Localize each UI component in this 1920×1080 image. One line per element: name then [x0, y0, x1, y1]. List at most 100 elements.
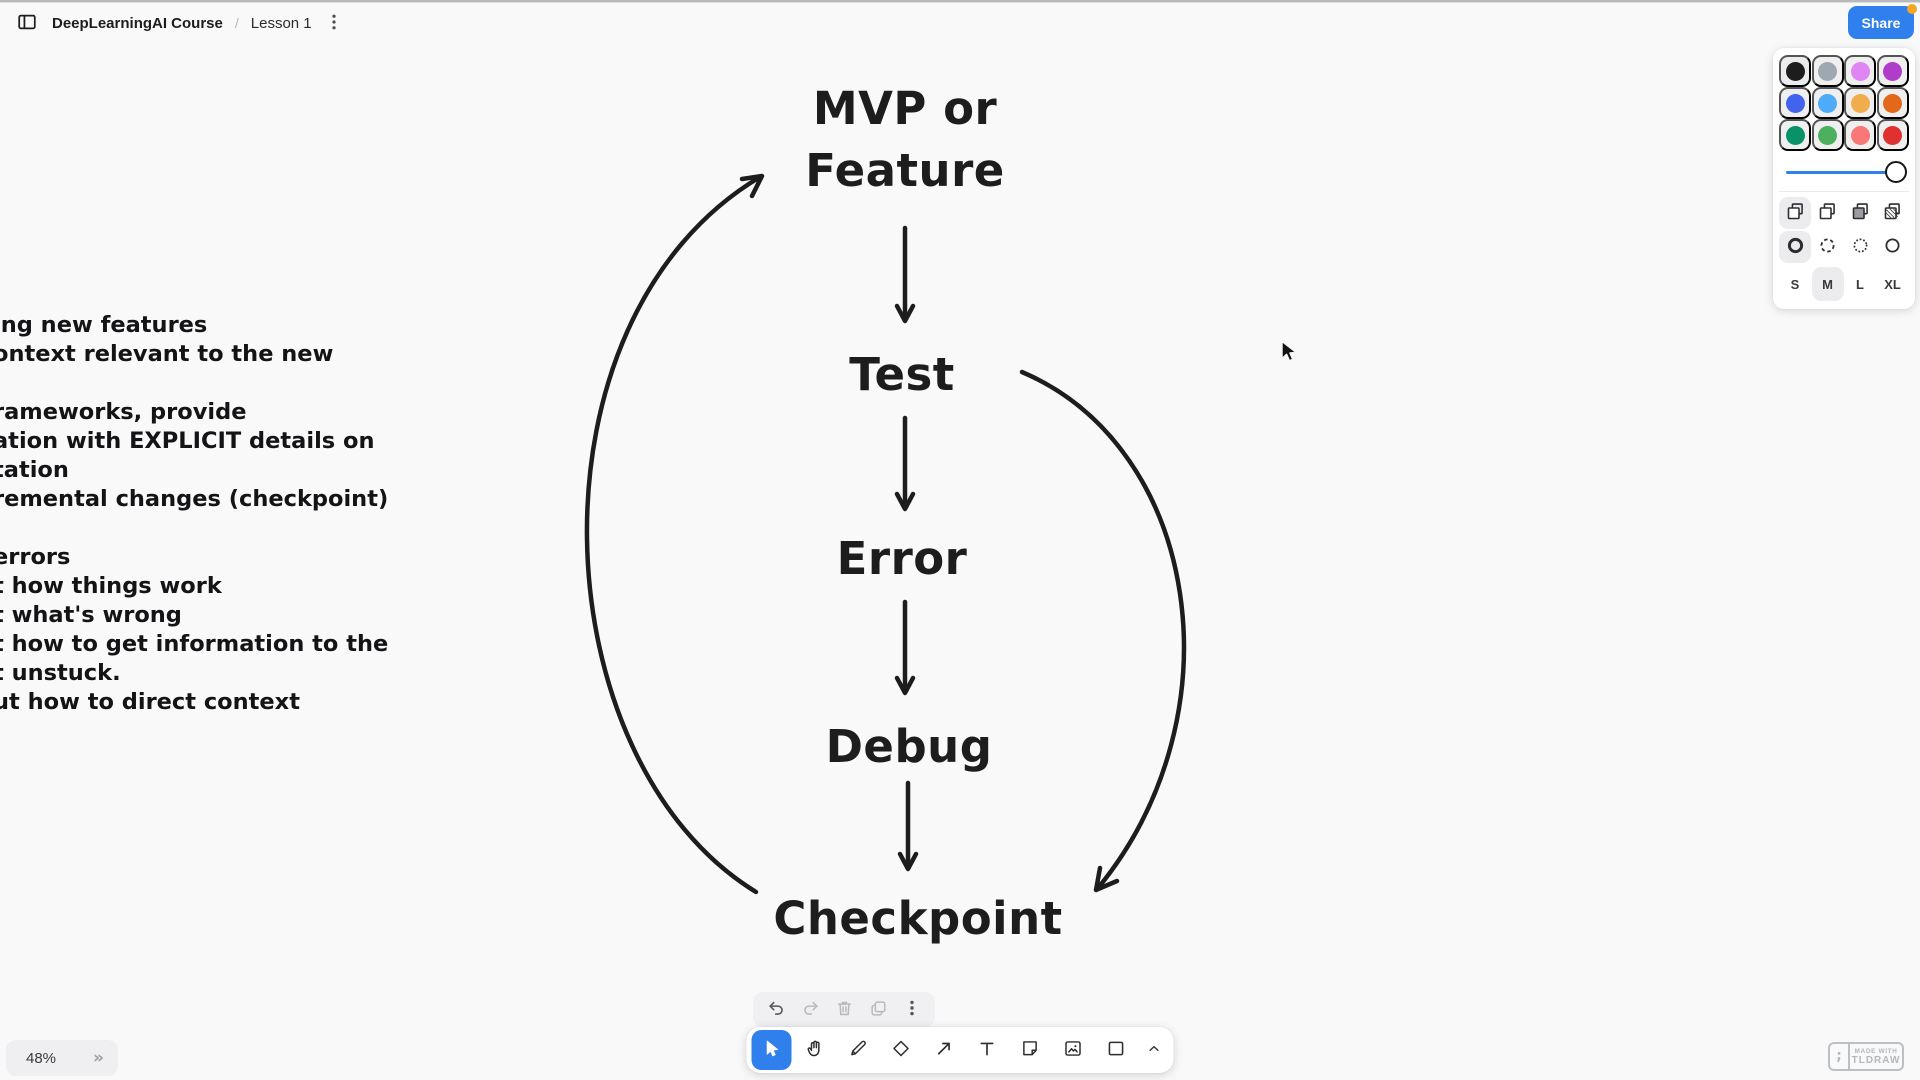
- undo-button[interactable]: [761, 995, 791, 1025]
- fill-none-icon: [1785, 201, 1806, 225]
- page-menu-button[interactable]: [322, 8, 346, 38]
- more-actions-button[interactable]: [897, 995, 927, 1025]
- tldraw-logo-icon: ;: [1830, 1044, 1850, 1069]
- fill-none-button[interactable]: [1779, 197, 1811, 229]
- size-l-button[interactable]: L: [1844, 267, 1876, 301]
- asset-tool-button[interactable]: [1053, 1030, 1093, 1070]
- breadcrumb-separator: /: [234, 15, 239, 31]
- flow-node-mvp-or-feature[interactable]: MVP or Feature: [805, 78, 1005, 202]
- color-dot: [1818, 93, 1837, 113]
- breadcrumb-page[interactable]: Lesson 1: [250, 14, 312, 32]
- notes-line: ing new features: [0, 312, 208, 338]
- color-dot: [1883, 93, 1902, 113]
- more-tools-button[interactable]: [1139, 1030, 1169, 1070]
- arrow-test-to-error[interactable]: [894, 415, 916, 512]
- eraser-tool-button[interactable]: [881, 1030, 921, 1070]
- color-swatch-violet[interactable]: [1876, 55, 1909, 87]
- select-tool-button[interactable]: [751, 1030, 792, 1070]
- tldraw-badge-text: MADE WITH TLDRAW: [1850, 1044, 1902, 1069]
- arrow-mvp-to-test[interactable]: [894, 225, 916, 324]
- duplicate-icon: [869, 999, 888, 1021]
- redo-icon: [801, 999, 820, 1021]
- kebab-menu-icon: [326, 13, 342, 34]
- breadcrumb-project[interactable]: DeepLearningAI Course: [52, 14, 223, 32]
- size-xl-button[interactable]: XL: [1877, 267, 1909, 301]
- sidebar-toggle-button[interactable]: [12, 8, 42, 38]
- notes-text-fragment[interactable]: ing new features ontext relevant to the …: [0, 311, 388, 717]
- fill-style-options: [1779, 197, 1909, 229]
- size-m-button[interactable]: M: [1811, 267, 1844, 301]
- color-swatch-green[interactable]: [1779, 119, 1811, 151]
- arrow-loop-left-checkpoint-to-mvp[interactable]: [584, 173, 765, 895]
- notes-line: t unstuck.: [0, 660, 121, 686]
- flow-node-test[interactable]: Test: [849, 348, 955, 401]
- flow-node-checkpoint[interactable]: Checkpoint: [773, 892, 1063, 945]
- color-dot: [1850, 61, 1870, 81]
- arrow-loop-right-test-to-checkpoint[interactable]: [1019, 369, 1187, 893]
- dash-dashed-button[interactable]: [1812, 231, 1844, 263]
- color-swatch-light-red[interactable]: [1844, 119, 1876, 151]
- notes-line: tation: [0, 457, 69, 483]
- opacity-slider-handle[interactable]: [1885, 161, 1907, 183]
- color-swatch-yellow[interactable]: [1844, 87, 1876, 119]
- delete-button[interactable]: [829, 995, 859, 1025]
- flow-node-debug[interactable]: Debug: [825, 720, 993, 773]
- arrow-tool-button[interactable]: [924, 1030, 964, 1070]
- fill-solid-button[interactable]: [1844, 197, 1876, 229]
- dash-style-options: [1779, 231, 1909, 263]
- expand-chevrons-icon[interactable]: »: [93, 1048, 104, 1068]
- image-icon: [1062, 1038, 1083, 1062]
- size-s-button[interactable]: S: [1779, 267, 1811, 301]
- duplicate-button[interactable]: [863, 995, 893, 1025]
- arrow-error-to-debug[interactable]: [894, 599, 916, 696]
- color-swatch-light-violet[interactable]: [1844, 55, 1876, 87]
- opacity-slider[interactable]: [1783, 159, 1907, 185]
- color-swatch-red[interactable]: [1876, 119, 1909, 151]
- color-swatch-orange[interactable]: [1876, 87, 1909, 119]
- dash-solid-button[interactable]: [1877, 231, 1909, 263]
- notes-line: [0, 369, 388, 398]
- breadcrumb: DeepLearningAI Course / Lesson 1: [52, 15, 312, 32]
- made-with-tldraw-badge[interactable]: ; MADE WITH TLDRAW: [1828, 1042, 1904, 1071]
- arrow-icon: [933, 1038, 954, 1062]
- window-top-edge: [0, 0, 1920, 3]
- notes-line: t how to get information to the: [0, 631, 389, 657]
- share-notification-dot: [1907, 4, 1917, 14]
- color-dot: [1883, 61, 1902, 81]
- hand-tool-button[interactable]: [795, 1030, 835, 1070]
- notes-line: errors: [0, 544, 71, 570]
- redo-button[interactable]: [795, 995, 825, 1025]
- panel-separator: [1779, 191, 1909, 192]
- color-swatch-light-green[interactable]: [1811, 119, 1844, 151]
- badge-line1: MADE WITH: [1854, 1047, 1898, 1055]
- flow-node-error[interactable]: Error: [836, 532, 968, 585]
- fill-semi-button[interactable]: [1812, 197, 1844, 229]
- text-tool-button[interactable]: [967, 1030, 1007, 1070]
- color-swatch-blue[interactable]: [1779, 87, 1811, 119]
- notes-line: rameworks, provide: [0, 399, 247, 425]
- zoom-level-button[interactable]: 48%: [26, 1049, 57, 1067]
- color-swatch-grey[interactable]: [1811, 55, 1844, 87]
- dash-dotted-button[interactable]: [1844, 231, 1876, 263]
- fill-pattern-button[interactable]: [1877, 197, 1909, 229]
- color-palette: [1779, 55, 1909, 151]
- dash-draw-button[interactable]: [1779, 231, 1811, 263]
- undo-icon: [767, 999, 786, 1021]
- share-button[interactable]: Share: [1848, 6, 1914, 39]
- notes-line: remental changes (checkpoint): [0, 486, 389, 512]
- node-label-line: Feature: [805, 144, 1005, 197]
- color-swatch-light-blue[interactable]: [1811, 87, 1844, 119]
- mouse-cursor: [1278, 340, 1302, 371]
- color-dot: [1785, 125, 1805, 145]
- rectangle-tool-button[interactable]: [1096, 1030, 1136, 1070]
- dash-solid-icon: [1882, 235, 1903, 259]
- note-tool-button[interactable]: [1010, 1030, 1050, 1070]
- sticky-note-icon: [1019, 1038, 1040, 1062]
- style-panel: S M L XL: [1773, 48, 1915, 309]
- color-swatch-black[interactable]: [1779, 55, 1811, 87]
- eraser-icon: [890, 1038, 911, 1062]
- arrow-debug-to-checkpoint[interactable]: [897, 780, 919, 872]
- draw-tool-button[interactable]: [838, 1030, 878, 1070]
- main-toolbar: [746, 1027, 1174, 1073]
